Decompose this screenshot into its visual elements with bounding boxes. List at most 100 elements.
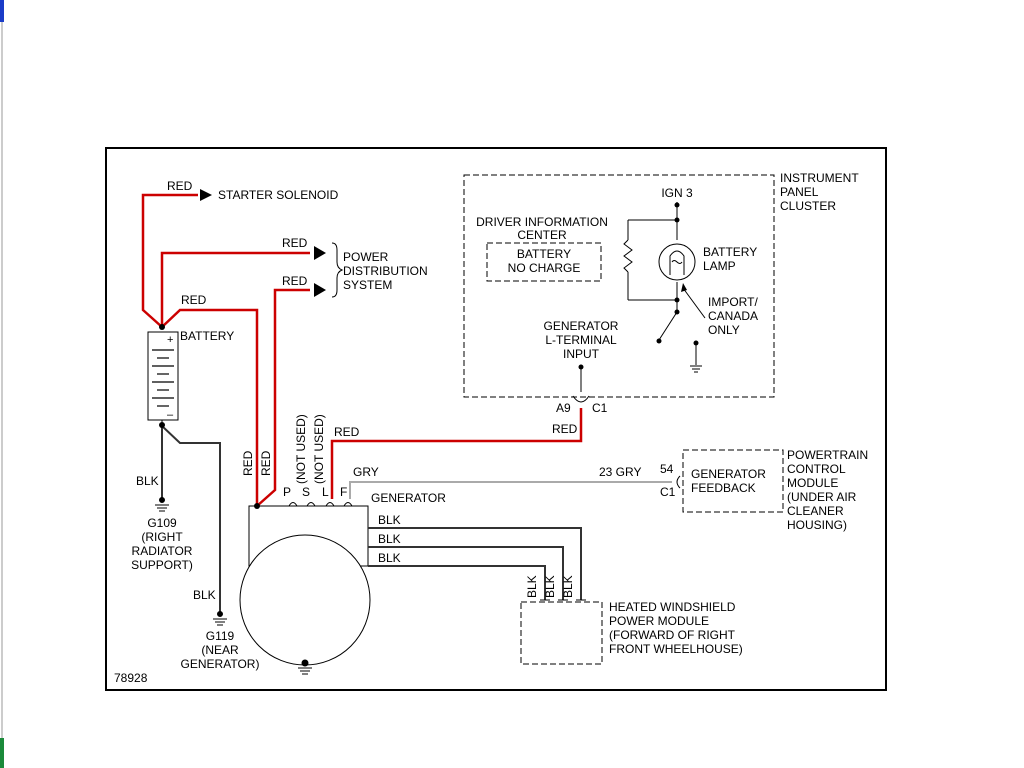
label-pin54: 54 <box>660 462 674 476</box>
label-g109-2: (RIGHT <box>141 530 183 544</box>
label-battery-plus: + <box>167 334 173 346</box>
label-power-dist-2: DISTRIBUTION <box>343 264 428 278</box>
battery-cells <box>152 349 174 407</box>
generator-circle <box>239 534 371 666</box>
window-edge-bottom <box>0 738 4 768</box>
label-battery-lamp-1: BATTERY <box>703 245 757 259</box>
label-blk-1: BLK <box>378 513 401 527</box>
label-import-1: IMPORT/ <box>708 295 758 309</box>
heated-ws-module <box>520 601 603 665</box>
label-red-vert-2: RED <box>259 450 273 476</box>
label-generator: GENERATOR <box>371 491 446 505</box>
battery-lamp-filament <box>669 250 685 275</box>
label-import-3: ONLY <box>708 323 740 337</box>
label-gry23: 23 GRY <box>599 465 641 479</box>
ipc-box <box>463 174 775 398</box>
label-term-f: F <box>340 485 347 499</box>
heated-ws-wires <box>368 527 582 600</box>
connector-a9-c1 <box>572 395 590 403</box>
label-pcm-5: CLEANER <box>787 504 844 518</box>
generator-ground <box>298 659 312 675</box>
label-battery-nc-1: BATTERY <box>517 247 571 261</box>
ground-symbol-g109 <box>155 497 169 512</box>
label-g119-1: G119 <box>206 629 235 643</box>
label-blk-vert-3: BLK <box>561 575 575 598</box>
label-battery-minus: – <box>167 409 174 421</box>
label-pcm-2: CONTROL <box>787 462 846 476</box>
pcm-module <box>682 449 784 513</box>
label-power-dist-3: SYSTEM <box>343 278 392 292</box>
label-pcm-4: (UNDER AIR <box>787 490 857 504</box>
label-power-dist-1: POWER <box>343 250 389 264</box>
label-pcm-6: HOUSING) <box>787 518 847 532</box>
gry-wire <box>349 481 672 499</box>
diagram-frame <box>105 147 887 691</box>
label-ipc-1: INSTRUMENT <box>780 171 859 185</box>
label-ipc-2: PANEL <box>780 185 819 199</box>
power-wires <box>141 193 583 507</box>
label-battery: BATTERY <box>180 329 234 343</box>
label-term-p: P <box>283 485 291 499</box>
label-red-battery: RED <box>181 293 207 307</box>
label-g109-3: RADIATOR <box>132 544 193 558</box>
label-gen-feedback-1: GENERATOR <box>691 467 766 481</box>
filament-coil <box>671 260 683 264</box>
label-g119-3: GENERATOR) <box>181 657 260 671</box>
label-import-2: CANADA <box>708 309 758 323</box>
label-term-s: S <box>302 485 310 499</box>
label-pcm-3: MODULE <box>787 476 838 490</box>
label-blk-2: BLK <box>378 532 401 546</box>
label-blk-vert-1: BLK <box>525 575 539 598</box>
label-g109-1: G109 <box>147 516 177 530</box>
ipc-nodes <box>578 202 699 370</box>
label-red-a9: RED <box>552 422 578 436</box>
window-edge-top <box>0 0 4 22</box>
label-not-used-p: (NOT USED) <box>294 414 308 484</box>
label-heated-ws-4: FRONT WHEELHOUSE) <box>609 642 743 656</box>
label-gry: GRY <box>353 465 379 479</box>
label-g119-2: (NEAR <box>201 643 239 657</box>
generator-terminals <box>288 502 353 507</box>
power-dist-brace <box>331 242 344 298</box>
label-pin-c1-pcm: C1 <box>660 485 676 499</box>
label-blk-3: BLK <box>378 551 401 565</box>
label-gen-lterm-2: L-TERMINAL <box>545 333 617 347</box>
label-pin-c1-ipc: C1 <box>592 401 608 415</box>
label-dic-1: DRIVER INFORMATION <box>476 215 608 229</box>
label-blk-g119: BLK <box>193 588 216 602</box>
label-red-l: RED <box>334 425 360 439</box>
ground-symbol-g119 <box>213 611 227 626</box>
label-term-l: L <box>322 485 329 499</box>
battery-symbol <box>147 331 179 421</box>
label-gen-lterm-1: GENERATOR <box>544 319 619 333</box>
label-red-power-2: RED <box>282 274 308 288</box>
label-battery-lamp-2: LAMP <box>703 259 736 273</box>
pcm-connector <box>676 475 681 489</box>
battery-negative-node <box>159 422 165 428</box>
dic-box <box>486 242 602 282</box>
label-gen-feedback-2: FEEDBACK <box>691 481 756 495</box>
label-diagram-id: 78928 <box>114 671 148 685</box>
label-blk-vert-2: BLK <box>543 575 557 598</box>
label-pin-a9: A9 <box>556 401 571 415</box>
label-g109-4: SUPPORT) <box>131 558 193 572</box>
label-heated-ws-2: POWER MODULE <box>609 614 709 628</box>
battery-positive-node <box>159 324 165 330</box>
label-starter-solenoid: STARTER SOLENOID <box>218 188 339 202</box>
label-red-vert-1: RED <box>241 450 255 476</box>
label-heated-ws-3: (FORWARD OF RIGHT <box>609 628 736 642</box>
label-ign3: IGN 3 <box>661 186 693 200</box>
label-red-starter: RED <box>167 179 193 193</box>
arrow-starter <box>200 189 212 201</box>
import-arrow <box>681 283 687 292</box>
ipc-circuit <box>580 202 706 392</box>
arrow-power-1 <box>314 246 326 260</box>
label-blk-g109: BLK <box>136 474 159 488</box>
label-red-power-1: RED <box>282 236 308 250</box>
label-not-used-s: (NOT USED) <box>312 414 326 484</box>
label-battery-nc-2: NO CHARGE <box>508 261 581 275</box>
label-heated-ws-1: HEATED WINDSHIELD <box>609 600 736 614</box>
arrow-power-2 <box>314 283 326 297</box>
label-ipc-3: CLUSTER <box>780 199 836 213</box>
